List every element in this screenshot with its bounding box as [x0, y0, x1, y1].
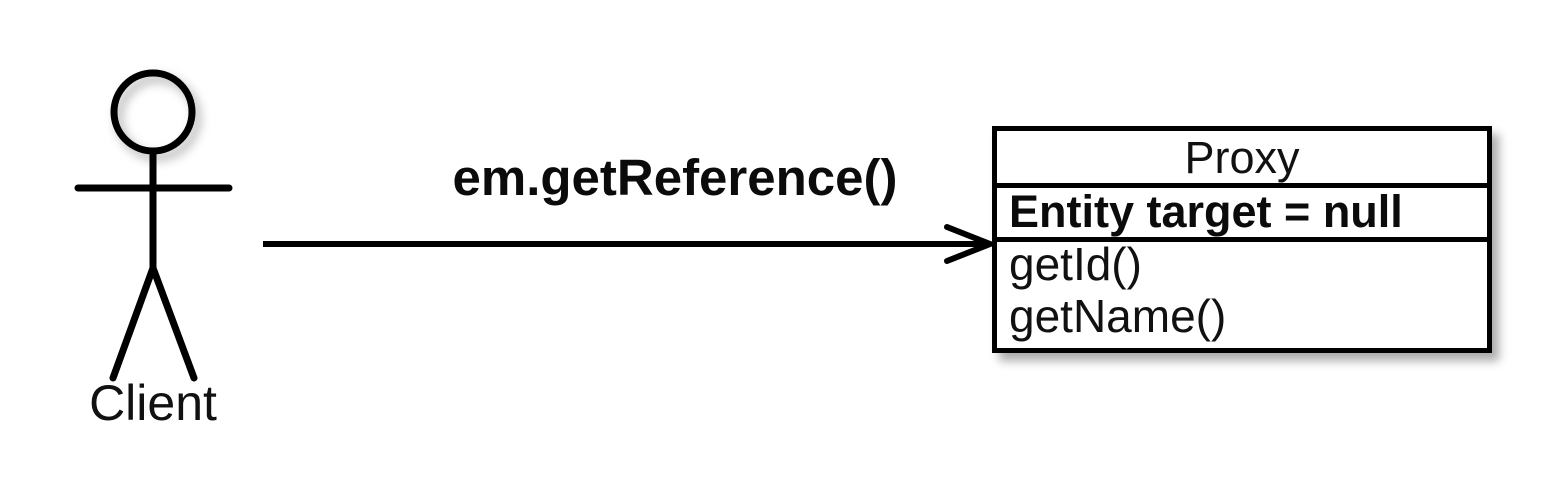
stick-figure-actor-icon: [74, 69, 233, 382]
class-operation-item: getName(): [1009, 290, 1227, 342]
class-name-compartment: Proxy: [997, 131, 1487, 188]
class-operations-compartment: getId() getName(): [997, 238, 1487, 343]
actor-left-leg-line: [109, 264, 157, 382]
class-attribute-item: Entity target = null: [1009, 186, 1403, 237]
arrow-head-icon: [944, 224, 999, 264]
actor-head-icon: [110, 69, 196, 155]
edge-label: em.getReference(): [452, 149, 898, 206]
get-reference-arrow[interactable]: [263, 224, 999, 264]
actor-right-leg-line: [149, 264, 198, 382]
class-operation-list: getId() getName(): [1009, 238, 1226, 342]
proxy-class-box[interactable]: Proxy Entity target = null getId() getNa…: [992, 126, 1492, 353]
class-title: Proxy: [1184, 132, 1300, 183]
class-attributes-compartment: Entity target = null: [997, 186, 1487, 242]
actor-label: Client: [89, 375, 217, 431]
class-operation-item: getId(): [1009, 238, 1142, 290]
